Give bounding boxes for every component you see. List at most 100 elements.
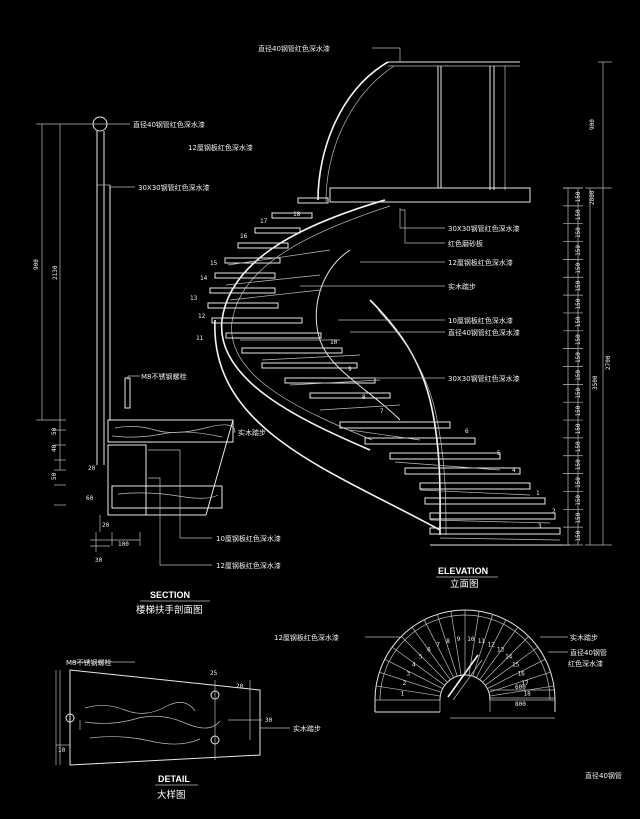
plan-step-number: 10 xyxy=(467,636,475,643)
riser-dim-label: 150 xyxy=(575,405,582,416)
dim-50a: 50 xyxy=(51,427,58,435)
dim-right-2700: 2700 xyxy=(605,355,612,370)
detail-label-bolt: M8不锈钢螺栓 xyxy=(66,658,112,667)
dim-30: 30 xyxy=(95,557,103,564)
riser-dim-label: 150 xyxy=(575,477,582,488)
elev-label-plate12: 12厘钢板红色深水漆 xyxy=(448,258,513,267)
riser-dim-label: 150 xyxy=(575,245,582,256)
detail-dim-d: 10 xyxy=(58,747,66,754)
spiral-spine-upper xyxy=(220,199,386,451)
dim-right-3500: 3500 xyxy=(592,375,599,390)
riser-dim-label: 150 xyxy=(575,280,582,291)
section-label-rail: 直径40钢管红色深水漆 xyxy=(133,120,205,129)
plan-step-number: 7 xyxy=(436,642,440,649)
elev-label-tube2: 30X30钢管红色深水漆 xyxy=(448,374,520,383)
plan-step-number: 8 xyxy=(446,638,450,645)
elevation-step-number: 5 xyxy=(497,450,501,457)
spiral-spine-lower xyxy=(214,319,441,531)
elevation-step-number: 17 xyxy=(260,218,268,225)
detail-dim-30: 30 xyxy=(265,717,273,724)
plan-step-number: 11 xyxy=(478,638,486,645)
riser-dim-label: 150 xyxy=(575,459,582,470)
elevation-step-number: 9 xyxy=(348,366,352,373)
outer-handrail-top xyxy=(317,61,389,201)
riser-dim-label: 150 xyxy=(575,227,582,238)
section-label-bolt: M8不锈钢螺栓 xyxy=(141,372,187,381)
riser-dim-label: 150 xyxy=(575,191,582,202)
plan-step-number: 15 xyxy=(512,661,520,668)
plan-step-number: 16 xyxy=(518,670,526,677)
plan-step-number: 12 xyxy=(488,642,496,649)
dim-40: 40 xyxy=(51,444,58,452)
plan-dim-600: 600 xyxy=(515,684,526,691)
elev-label-rail40: 直径40钢管红色深水漆 xyxy=(448,328,520,337)
riser-dim-label: 150 xyxy=(575,263,582,274)
plan-view xyxy=(365,609,568,719)
riser-dim-label: 150 xyxy=(575,209,582,220)
riser-dim-label: 150 xyxy=(575,441,582,452)
dim-60: 60 xyxy=(86,495,94,502)
section-view xyxy=(36,116,236,566)
riser-dim-label: 150 xyxy=(575,316,582,327)
elev-label-glass: 红色磨砂板 xyxy=(448,239,483,248)
plan-step-number: 14 xyxy=(505,653,513,660)
riser-dim-label: 150 xyxy=(575,334,582,345)
elevation-step-number: 1 xyxy=(536,490,540,497)
dim-left-900: 900 xyxy=(33,259,40,270)
corner-note: 直径40钢管 xyxy=(585,771,622,780)
dim-100: 100 xyxy=(118,541,129,548)
dim-left-2130: 2130 xyxy=(52,265,59,280)
plan-step-number: 18 xyxy=(524,691,532,698)
plan-step-number: 1 xyxy=(400,691,404,698)
top-landing xyxy=(329,187,531,203)
riser-dim-label: 150 xyxy=(575,530,582,541)
riser-dim-label: 150 xyxy=(575,423,582,434)
dim-50b: 50 xyxy=(51,472,58,480)
plan-step-number: 6 xyxy=(427,647,431,654)
plan-step-number: 17 xyxy=(521,680,529,687)
elevation-step-number: 16 xyxy=(240,233,248,240)
elevation-step-number: 3 xyxy=(538,523,542,530)
elevation-step-number: 15 xyxy=(210,260,218,267)
section-label-plate10: 10厘钢板红色深水漆 xyxy=(216,534,281,543)
section-title-cn: 楼梯扶手剖面图 xyxy=(136,604,203,616)
detail-view xyxy=(55,661,290,766)
detail-title-cn: 大样图 xyxy=(157,789,186,801)
section-tread xyxy=(107,419,234,443)
elevation-step-number: 4 xyxy=(512,467,516,474)
riser-dim-label: 150 xyxy=(575,495,582,506)
plan-dim-800: 800 xyxy=(515,701,526,708)
dim-right-2800: 2800 xyxy=(589,190,596,205)
plan-label-plate: 12厘钢板红色深水漆 xyxy=(274,633,339,642)
riser-dimension-column: 150 150 150 150 150 150 150 150 150 150 150 150 150 1… xyxy=(563,187,583,541)
plan-label-rail-b: 红色深水漆 xyxy=(568,659,603,668)
elevation-step-number: 10 xyxy=(330,339,338,346)
plan-step-number: 9 xyxy=(457,636,461,643)
plan-step-number: 4 xyxy=(412,661,416,668)
elevation-step-number: 14 xyxy=(200,275,208,282)
plan-step-number: 2 xyxy=(403,680,407,687)
elevation-step-number: 2 xyxy=(552,508,556,515)
detail-tread-outline xyxy=(69,669,261,766)
detail-dim-20: 20 xyxy=(236,683,244,690)
plan-label-tread: 实木踏步 xyxy=(570,633,598,642)
plan-step-number: 13 xyxy=(497,647,505,654)
section-label-plate12b: 12厘钢板红色深水漆 xyxy=(216,561,281,570)
elevation-step-number: 7 xyxy=(380,408,384,415)
elevation-view xyxy=(207,47,612,546)
dim-20: 20 xyxy=(102,522,110,529)
plan-label-rail-a: 直径40钢管 xyxy=(570,648,607,657)
elev-label-top-rail: 直径40钢管红色深水漆 xyxy=(258,44,330,53)
riser-dim-label: 150 xyxy=(575,298,582,309)
detail-dim-25: 25 xyxy=(210,670,218,677)
elev-label-tube1: 30X30钢管红色深水漆 xyxy=(448,224,520,233)
section-label-tube: 30X30钢管红色深水漆 xyxy=(138,183,210,192)
inner-handrail-lower xyxy=(369,299,441,536)
elevation-step-number: 18 xyxy=(293,211,301,218)
detail-title-en: DETAIL xyxy=(158,774,190,784)
elevation-step-number: 6 xyxy=(465,428,469,435)
plan-step-number: 3 xyxy=(406,670,410,677)
